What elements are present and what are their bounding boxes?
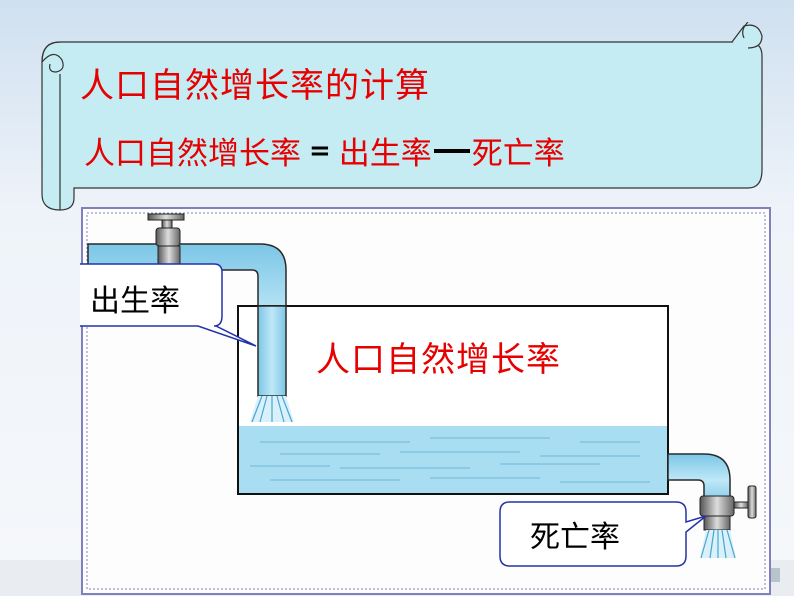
formula-minus-sign (433, 148, 470, 153)
inlet-water-spray (250, 395, 294, 423)
death-rate-label: 死亡率 (530, 520, 620, 555)
formula-equals: = (309, 135, 331, 166)
birth-rate-callout (80, 263, 257, 347)
page-title: 人口自然增长率的计算 (80, 66, 430, 106)
scroll-banner (41, 22, 763, 211)
tank-label: 人口自然增长率 (316, 340, 561, 380)
birth-rate-label: 出生率 (90, 284, 180, 319)
tank (237, 305, 669, 495)
outlet-faucet-icon (699, 485, 757, 531)
water-tank-diagram (80, 207, 771, 595)
formula-death-rate: 死亡率 (471, 136, 565, 172)
formula-growth-rate: 人口自然增长率 (84, 136, 301, 172)
death-rate-callout (499, 501, 707, 567)
outlet-water-spray (700, 529, 736, 559)
formula: 人口自然增长率 = 出生率 死亡率 (84, 128, 565, 173)
formula-birth-rate: 出生率 (338, 136, 432, 172)
